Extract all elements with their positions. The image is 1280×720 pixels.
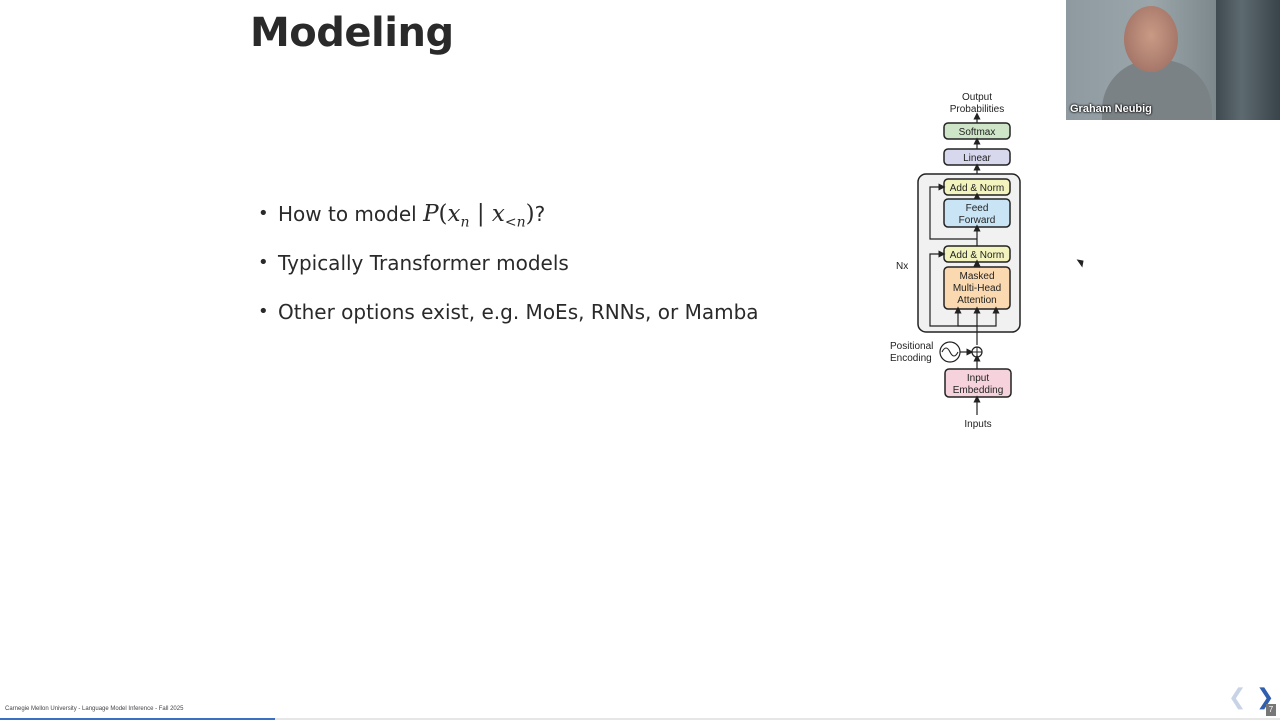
bullet-text-suffix: ? bbox=[534, 202, 546, 226]
pos-enc-label-2: Encoding bbox=[890, 353, 932, 364]
speaker-video-tile[interactable]: Graham Neubig bbox=[1066, 0, 1280, 120]
transformer-diagram: Output Probabilities Softmax Linear Add … bbox=[890, 92, 1021, 430]
bullet-dot: • bbox=[258, 203, 269, 224]
attention-label-2: Multi-Head bbox=[953, 283, 1001, 294]
feed-forward-label: Feed bbox=[966, 203, 989, 214]
progress-bar bbox=[0, 718, 1280, 720]
add-norm-top-label: Add & Norm bbox=[950, 183, 1004, 194]
input-embedding-label-2: Embedding bbox=[953, 385, 1004, 396]
bullet-dot: • bbox=[258, 252, 269, 273]
linear-label: Linear bbox=[963, 153, 991, 164]
input-embedding-label: Input bbox=[967, 373, 989, 384]
speaker-head bbox=[1124, 6, 1178, 72]
math-expression: P(xn | x<n) bbox=[423, 201, 535, 231]
softmax-label: Softmax bbox=[959, 127, 996, 138]
bullet-text: Other options exist, e.g. MoEs, RNNs, or… bbox=[278, 300, 759, 324]
bullet-item: • Other options exist, e.g. MoEs, RNNs, … bbox=[258, 296, 759, 345]
page-number: 7 bbox=[1266, 704, 1276, 716]
next-slide-button[interactable]: ❯ bbox=[1256, 685, 1275, 710]
mouse-cursor-icon bbox=[1076, 256, 1087, 268]
prev-slide-button[interactable]: ❮ bbox=[1228, 685, 1247, 710]
add-norm-bottom-label: Add & Norm bbox=[950, 250, 1004, 261]
attention-label: Masked bbox=[959, 271, 994, 282]
bullet-text: Typically Transformer models bbox=[278, 251, 569, 275]
inputs-label: Inputs bbox=[964, 419, 991, 430]
slide-title: Modeling bbox=[250, 10, 454, 56]
bullet-text: How to model bbox=[278, 202, 424, 226]
video-door bbox=[1216, 0, 1280, 120]
nx-label: Nx bbox=[896, 261, 908, 272]
bullet-list: • How to model P(xn | x<n)? • Typically … bbox=[258, 198, 759, 345]
footer-text: Carnegie Mellon University - Language Mo… bbox=[5, 706, 184, 712]
attention-label-3: Attention bbox=[957, 295, 996, 306]
speaker-name: Graham Neubig bbox=[1070, 103, 1152, 115]
progress-fill bbox=[0, 718, 276, 720]
pos-enc-label: Positional bbox=[890, 341, 933, 352]
bullet-item: • Typically Transformer models bbox=[258, 247, 759, 296]
feed-forward-label-2: Forward bbox=[959, 215, 996, 226]
bullet-item: • How to model P(xn | x<n)? bbox=[258, 198, 759, 247]
output-label-2: Probabilities bbox=[950, 104, 1004, 115]
bullet-dot: • bbox=[258, 301, 269, 322]
output-label: Output bbox=[962, 92, 992, 103]
